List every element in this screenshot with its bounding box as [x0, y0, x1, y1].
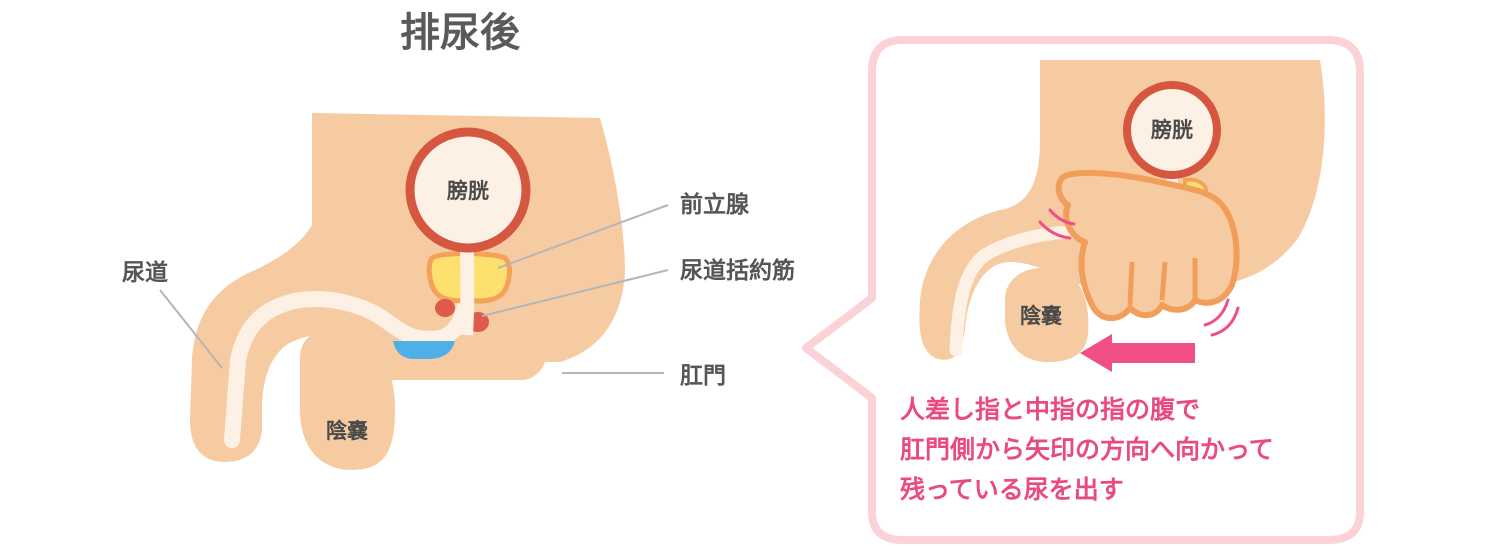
label-sphincter: 尿道括約筋 [680, 257, 795, 284]
label-anus: 肛門 [680, 363, 726, 389]
left-diagram: 膀胱 陰嚢 前立腺 尿道括約筋 肛門 尿道 [122, 113, 795, 470]
speech-bubble: 膀胱 陰嚢 人差し指と中指の指の腹で 肛門側から矢印の方向へ向かって 残っている… [802, 36, 1364, 544]
zoom-bladder-ring [1123, 81, 1221, 179]
zoom-bladder-label: 膀胱 [1150, 118, 1193, 142]
zoom-scrotum [1005, 267, 1089, 362]
bladder-ring [405, 127, 531, 253]
scrotum-label: 陰嚢 [326, 419, 369, 443]
motion-mark-left-1 [1038, 220, 1072, 240]
scrotum-shape [300, 328, 395, 470]
leader-urethra [159, 289, 223, 369]
title: 排尿後 [400, 10, 521, 56]
motion-mark-right-1 [1203, 298, 1230, 327]
bladder-label: 膀胱 [446, 179, 489, 203]
motion-mark-left-2 [1048, 208, 1076, 226]
sphincter-upper [435, 299, 455, 317]
residual-urine [393, 341, 455, 359]
instruction-line-1: 人差し指と中指の指の腹で [900, 395, 1200, 424]
label-prostate: 前立腺 [680, 191, 750, 218]
finger-crease-2 [1159, 261, 1168, 301]
pelvis-body [190, 113, 625, 462]
leader-sphincter [481, 269, 669, 317]
instruction-line-2: 肛門側から矢印の方向へ向かって [900, 435, 1274, 464]
zoom-scrotum-label: 陰嚢 [1020, 304, 1063, 328]
finger-crease-1 [1127, 261, 1135, 306]
motion-mark-right-2 [1210, 306, 1240, 337]
hand-shape [1055, 169, 1240, 322]
label-urethra: 尿道 [122, 259, 168, 286]
leader-prostate [497, 204, 669, 269]
instruction-line-3: 残っている尿を出す [900, 475, 1124, 504]
direction-arrow-icon [1080, 334, 1195, 372]
